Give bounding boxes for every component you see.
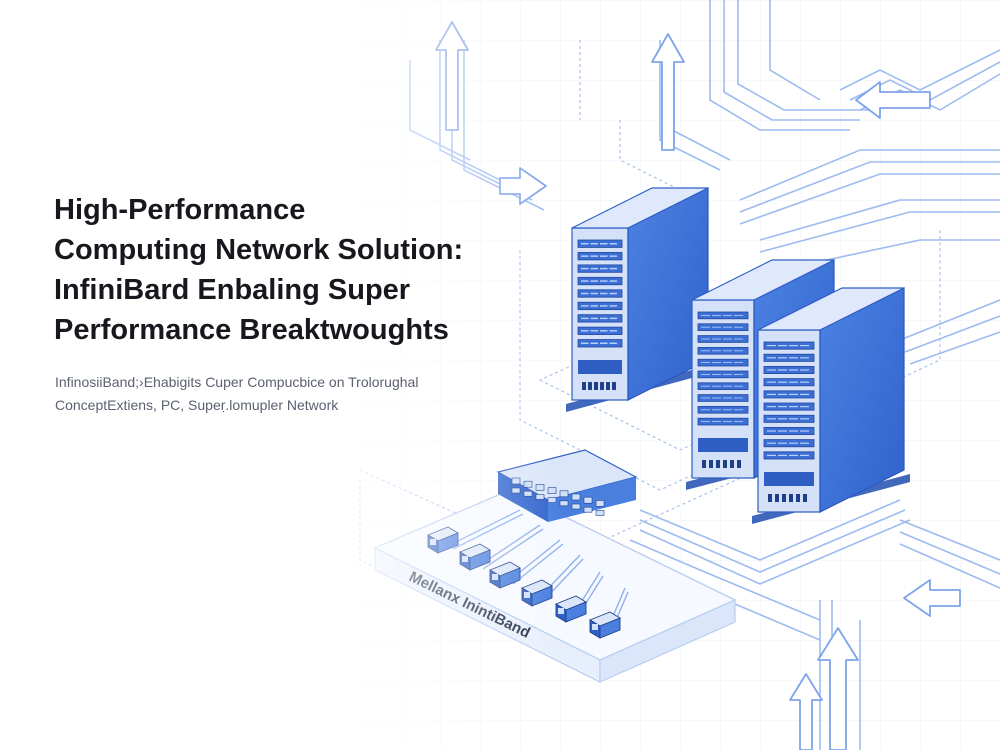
switch-port <box>535 484 545 491</box>
arrow-up-icon <box>817 627 859 750</box>
page-title: High-Performance Computing Network Solut… <box>54 190 514 350</box>
arrow-up-icon <box>651 33 685 151</box>
title-line-4: Performance Breaktwoughts <box>54 314 449 346</box>
switch-port <box>523 480 533 488</box>
page-subtitle: InfinosiiBand;›Ehabigits Cuper Compucbic… <box>55 371 495 417</box>
arrow-left-icon <box>903 579 961 617</box>
cable-connector <box>588 611 622 639</box>
title-line-3: InfiniBard Enbaling Super <box>54 274 411 306</box>
switch-port <box>547 487 557 494</box>
server-racks <box>566 187 910 524</box>
switch-port <box>535 494 545 500</box>
subtitle-line-1: InfinosiiBand;›Ehabigits Cuper Compucbic… <box>55 374 419 390</box>
switch-port <box>595 500 605 507</box>
switch-port <box>559 500 569 507</box>
switch-port <box>571 493 581 501</box>
arrow-up-icon <box>789 673 823 750</box>
arrow-left-icon <box>855 81 931 119</box>
switch-port <box>523 490 533 497</box>
rack-server <box>566 187 714 412</box>
switch-port <box>547 497 557 503</box>
switch-port <box>511 477 521 485</box>
switch-port <box>511 487 521 494</box>
subtitle-line-2: ConceptExtiens, PC, Supeṛ.lomupler Netwo… <box>55 397 339 413</box>
switch-port <box>583 496 593 504</box>
switch-port <box>583 506 593 513</box>
title-line-1: High-Performance <box>54 194 306 226</box>
switch-port <box>559 490 569 498</box>
switch-port <box>595 510 605 516</box>
title-line-2: Computing Network Solution: <box>54 234 464 266</box>
switch-port <box>571 503 581 510</box>
rack-server <box>752 287 910 524</box>
